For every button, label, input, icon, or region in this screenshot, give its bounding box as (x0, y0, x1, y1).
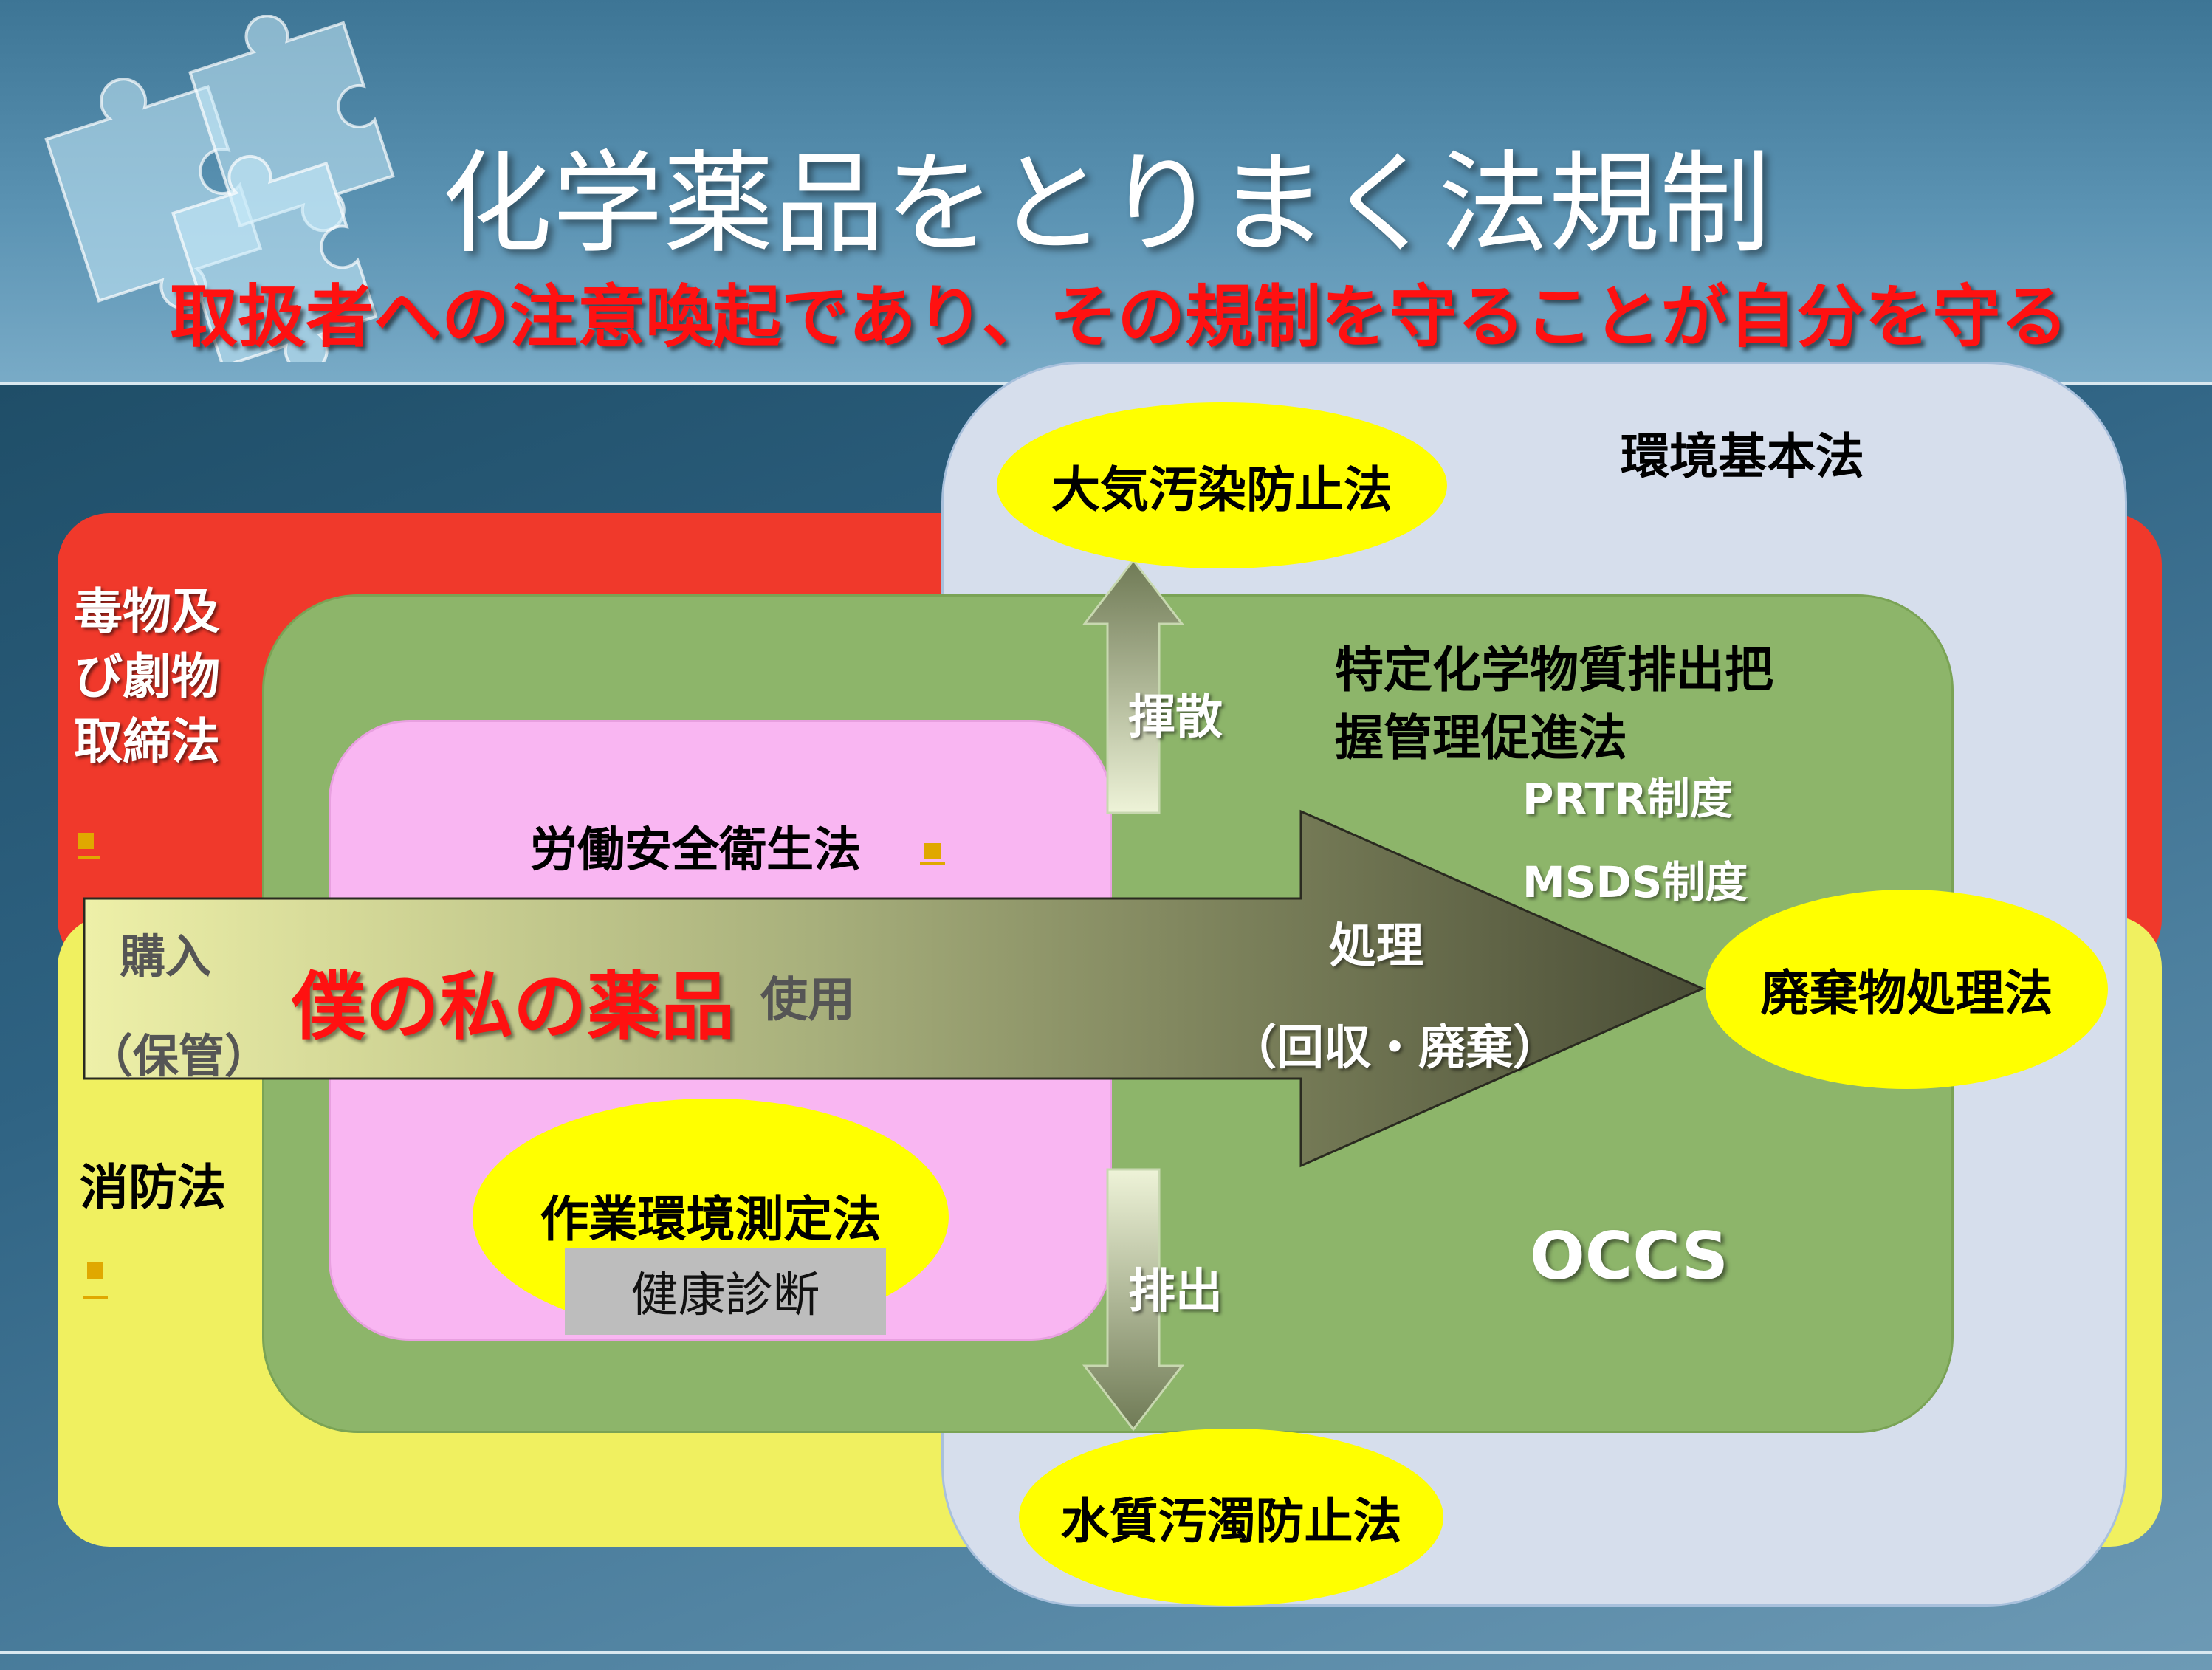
fire-law-marker (87, 1262, 103, 1279)
scatter-label: 揮散 (1128, 690, 1223, 745)
prtr-system-label: PRTR制度 (1522, 774, 1733, 824)
poison-law-label-line1: 毒物及 (74, 583, 220, 640)
page-subtitle: 取扱者への注意喚起であり、その規制を守ることが自分を守る (170, 278, 2069, 357)
water-pollution-law-ellipse: 水質汚濁防止法 (1019, 1429, 1443, 1606)
use-label: 使用 (760, 973, 855, 1028)
air-pollution-law-ellipse: 大気汚染防止法 (997, 402, 1447, 568)
environment-law-label: 環境基本法 (1621, 428, 1864, 485)
discharge-label: 排出 (1128, 1265, 1223, 1319)
fire-law-label: 消防法 (80, 1159, 226, 1216)
flow-arrow (83, 809, 1706, 1168)
scatter-arrow (1082, 558, 1185, 814)
purchase-label: 購入 (120, 930, 212, 983)
puzzle-icon (44, 15, 395, 362)
poison-law-marker-line (78, 856, 100, 859)
water-pollution-law-label: 水質汚濁防止法 (1060, 1493, 1402, 1550)
page-title: 化学薬品をとりまく法規制 (441, 140, 1770, 269)
work-env-law-label: 作業環境測定法 (540, 1191, 882, 1248)
labor-law-label: 労働安全衛生法 (530, 823, 861, 878)
process-label: 処理 (1329, 919, 1423, 974)
prtr-law-label-line1: 特定化学物質排出把 (1335, 642, 1773, 698)
fire-law-marker-line (83, 1296, 108, 1299)
health-check-label: 健康診断 (631, 1268, 820, 1323)
discharge-arrow (1082, 1168, 1185, 1432)
labor-law-marker (924, 843, 941, 859)
prtr-law-label: 特定化学物質排出把 握管理促進法 (1335, 636, 1773, 772)
poison-law-label-line3: 取締法 (74, 713, 220, 770)
msds-system-label: MSDS制度 (1522, 857, 1748, 907)
poison-law-label-line2: び劇物 (74, 648, 220, 705)
poison-law-label: 毒物及 び劇物 取締法 (74, 580, 220, 774)
collect-label: （回収・廃棄） (1229, 1021, 1560, 1076)
labor-law-marker-line (920, 862, 945, 865)
health-check-box: 健康診断 (565, 1248, 886, 1335)
occs-label: OCCS (1530, 1218, 1728, 1294)
prtr-law-label-line2: 握管理促進法 (1335, 709, 1627, 766)
waste-law-label: 廃棄物処理法 (1760, 965, 2053, 1022)
air-pollution-law-label: 大気汚染防止法 (1051, 461, 1392, 518)
poison-law-marker (78, 833, 94, 849)
waste-law-ellipse: 廃棄物処理法 (1706, 890, 2108, 1089)
my-chemicals-label: 僕の私の薬品 (292, 963, 735, 1050)
footer-divider (0, 1651, 2212, 1654)
storage-label: （保管） (87, 1029, 271, 1083)
